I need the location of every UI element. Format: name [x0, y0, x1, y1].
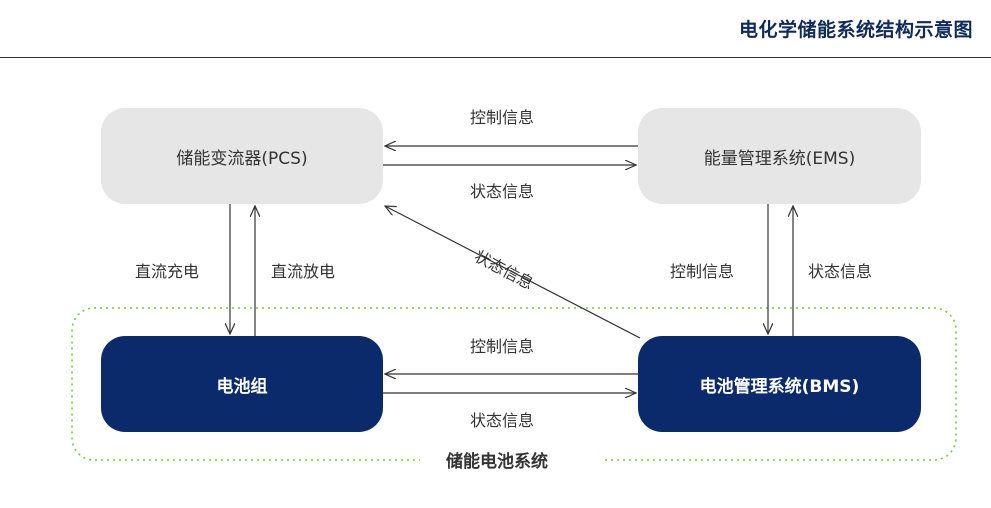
group-label-gap [420, 448, 602, 468]
page-title: 电化学储能系统结构示意图 [738, 19, 973, 41]
battery-system-group-border [71, 307, 957, 461]
label-bms-to-ems: 状态信息 [808, 262, 873, 281]
group-label-battery-system: 储能电池系统 [446, 452, 548, 472]
node-battery-pack: 电池组 [101, 336, 383, 432]
node-pcs: 储能变流器(PCS) [101, 108, 383, 204]
node-bms: 电池管理系统(BMS) [638, 336, 921, 432]
label-pack-to-bms: 状态信息 [470, 411, 535, 430]
label-ems-to-pcs: 控制信息 [470, 108, 535, 127]
label-pcs-to-pack: 直流充电 [135, 262, 200, 281]
label-pcs-to-ems: 状态信息 [470, 182, 535, 201]
header-divider [0, 57, 991, 58]
label-pack-to-pcs: 直流放电 [271, 262, 336, 281]
node-ems: 能量管理系统(EMS) [638, 108, 921, 204]
label-bms-to-pack: 控制信息 [470, 337, 535, 356]
arrow-bms-to-pcs [385, 206, 641, 339]
label-ems-to-bms: 控制信息 [670, 262, 735, 281]
